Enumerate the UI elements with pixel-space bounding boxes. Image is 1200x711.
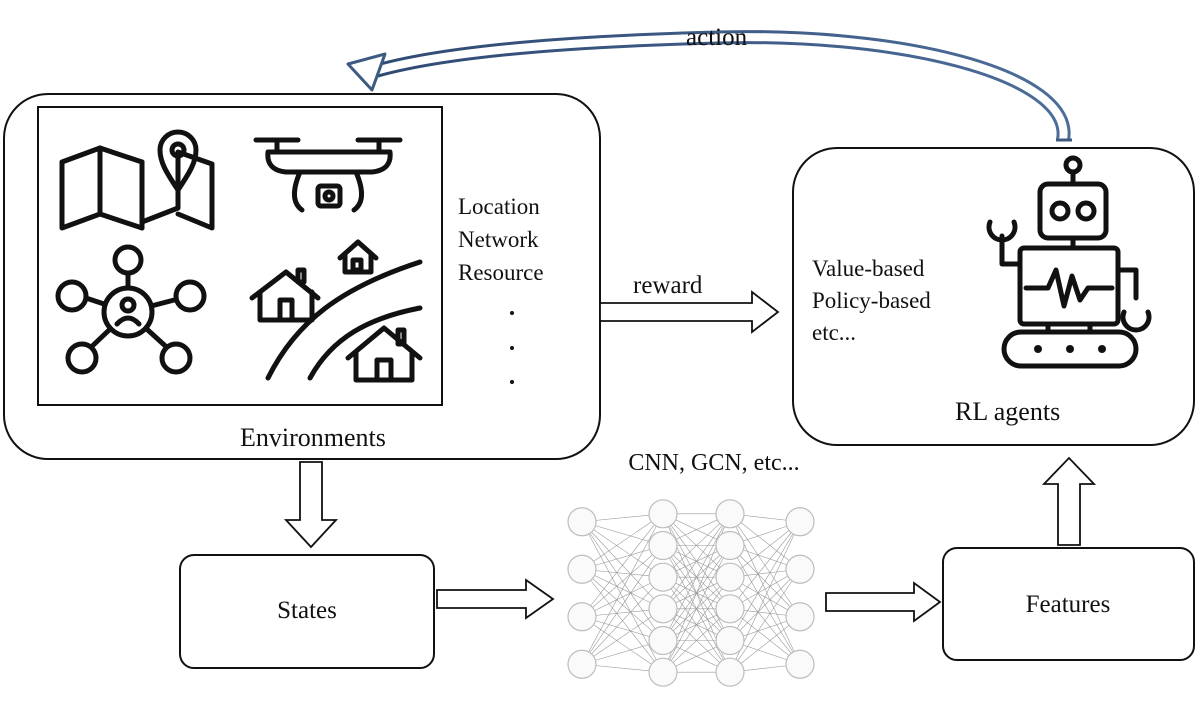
agent-method-etc: etc...: [812, 320, 856, 345]
nn-edge: [662, 513, 731, 578]
environment-icons-frame: [37, 106, 443, 406]
nn-edge: [729, 513, 801, 570]
nn-node: [567, 554, 597, 584]
states-to-nn-arrow: [436, 578, 555, 620]
network-hub-icon: [55, 244, 207, 375]
nn-edge: [662, 513, 731, 610]
road-icon: [265, 259, 423, 381]
neural-network-graphic: [567, 499, 815, 687]
features-to-agents-arrow: [1041, 456, 1097, 546]
nn-node: [648, 530, 678, 561]
env-item-location: Location: [458, 194, 540, 219]
env-to-states-arrow: [283, 461, 339, 549]
action-label: action: [686, 24, 748, 51]
rl-agents-box: [792, 147, 1195, 446]
nn-node: [715, 625, 745, 656]
action-arrow: [346, 30, 1072, 142]
nn-edge: [581, 608, 664, 665]
nn-edge: [729, 569, 801, 673]
nn-node: [567, 602, 597, 632]
reward-label: reward: [633, 272, 703, 299]
nn-edge: [581, 521, 664, 578]
folded-map-icon: [59, 145, 215, 231]
agent-method-value: Value-based: [812, 256, 925, 281]
nn-edge: [662, 576, 731, 673]
nn-to-features-arrow: [825, 581, 942, 623]
nn-edge: [581, 576, 664, 618]
nn-edge: [662, 513, 731, 641]
states-label: States: [277, 597, 337, 624]
nn-node: [715, 562, 745, 592]
nn-edge: [729, 569, 801, 641]
nn-edge: [581, 513, 664, 570]
nn-node: [648, 625, 678, 656]
nn-node: [715, 594, 745, 624]
nn-node: [648, 562, 678, 592]
nn-edge: [729, 521, 801, 610]
env-item-network: Network: [458, 227, 539, 252]
nn-node: [785, 507, 815, 537]
network-model-label: CNN, GCN, etc...: [628, 450, 799, 476]
features-box: [942, 547, 1195, 661]
robot-icon: [986, 155, 1152, 369]
nn-node: [648, 594, 678, 624]
nn-edge: [581, 616, 664, 673]
nn-node: [785, 602, 815, 632]
nn-node: [785, 554, 815, 584]
nn-edge: [581, 513, 664, 617]
nn-edge: [581, 513, 664, 665]
environments-label: Environments: [240, 423, 386, 452]
ellipsis-dots: [510, 311, 514, 384]
nn-edge: [729, 521, 801, 641]
nn-edge: [662, 608, 731, 673]
nn-node: [567, 649, 597, 679]
nn-node: [715, 657, 745, 687]
nn-node: [715, 499, 745, 529]
nn-node: [648, 499, 678, 529]
nn-node: [785, 649, 815, 679]
nn-edge: [729, 608, 801, 665]
nn-edge: [581, 545, 664, 617]
nn-node: [648, 657, 678, 687]
env-item-resource: Resource: [458, 260, 544, 285]
location-pin-icon: [157, 129, 199, 193]
nn-node: [715, 530, 745, 561]
reward-arrow: [599, 290, 780, 334]
houses-icon: [249, 239, 423, 383]
nn-edge: [662, 545, 731, 673]
nn-edge: [729, 521, 801, 578]
drone-icon: [253, 137, 403, 213]
features-label: Features: [1026, 591, 1111, 618]
nn-edge: [581, 545, 664, 665]
nn-node: [567, 507, 597, 537]
nn-edge: [729, 616, 801, 673]
states-box: [179, 554, 435, 669]
agent-method-policy: Policy-based: [812, 288, 931, 313]
rl-agents-label: RL agents: [955, 397, 1060, 426]
nn-edge: [581, 576, 664, 665]
